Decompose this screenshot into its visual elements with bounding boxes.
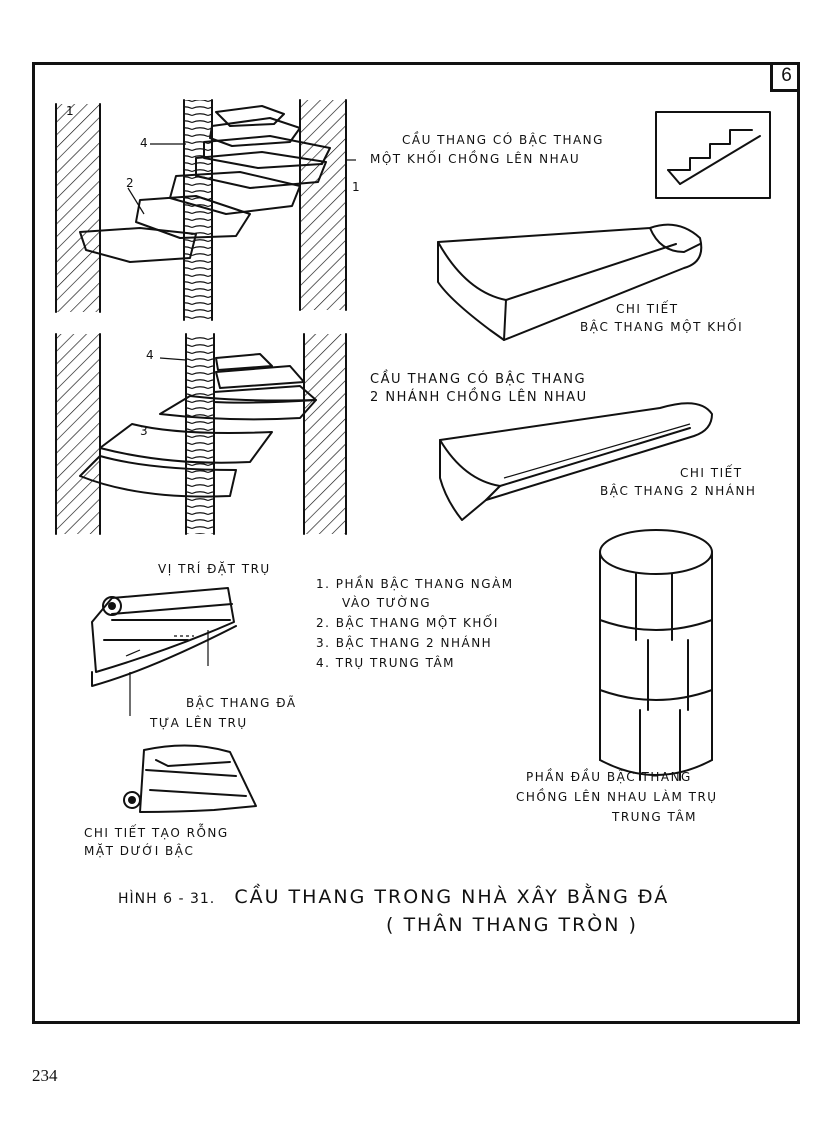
page-number: 234 bbox=[32, 1066, 58, 1085]
label-column-ends-line3: TRUNG TÂM bbox=[612, 810, 698, 824]
callout-1-top-left: 1 bbox=[66, 104, 74, 118]
spiral-stair-two-branch-drawing bbox=[55, 333, 347, 535]
central-column-2 bbox=[186, 334, 214, 534]
figure-number: HÌNH 6 - 31. bbox=[118, 891, 216, 907]
left-wall-hatch bbox=[56, 104, 100, 312]
callout-4-top: 4 bbox=[140, 136, 148, 150]
label-detail-one-piece-line2: BẬC THANG MỘT KHỐI bbox=[580, 320, 744, 334]
label-step-on-column-line1: BẬC THANG ĐÃ bbox=[186, 696, 297, 710]
label-stair-two-branch-line2: 2 NHÁNH CHỒNG LÊN NHAU bbox=[370, 390, 588, 405]
right-wall-hatch bbox=[300, 100, 346, 310]
label-stair-two-branch-line1: CẦU THANG CÓ BẬC THANG bbox=[370, 372, 587, 387]
plan-steps-on-column bbox=[91, 587, 237, 716]
legend-item-3: 3. BẬC THANG 2 NHÁNH bbox=[316, 636, 493, 650]
label-column-position: VỊ TRÍ ĐẶT TRỤ bbox=[158, 562, 271, 576]
sheet-number: 6 bbox=[770, 62, 800, 92]
legend-item-4: 4. TRỤ TRUNG TÂM bbox=[316, 656, 456, 670]
drawing-frame bbox=[32, 62, 800, 1024]
callout-3: 3 bbox=[140, 424, 148, 438]
callout-2: 2 bbox=[126, 176, 134, 190]
spiral-stair-one-piece-drawing bbox=[55, 99, 356, 321]
label-detail-two-branch-line1: CHI TIẾT bbox=[680, 466, 743, 480]
label-stair-one-piece-line2: MỘT KHỐI CHỒNG LÊN NHAU bbox=[370, 152, 581, 166]
figure-subtitle: ( THÂN THANG TRÒN ) bbox=[386, 914, 638, 936]
label-stair-one-piece-line1: CẦU THANG CÓ BẬC THANG bbox=[402, 133, 604, 147]
label-column-ends-line2: CHỒNG LÊN NHAU LÀM TRỤ bbox=[516, 790, 718, 804]
label-column-ends-line1: PHẦN ĐẦU BẬC THANG bbox=[526, 770, 692, 784]
detail-one-piece-step bbox=[437, 223, 703, 341]
hollow-underside-detail bbox=[123, 744, 257, 813]
detail-two-branch-step bbox=[439, 402, 713, 521]
legend-item-1-cont: VÀO TƯỜNG bbox=[342, 596, 432, 610]
label-detail-two-branch-line2: BẬC THANG 2 NHÁNH bbox=[600, 484, 757, 498]
label-step-on-column-line2: TỰA LÊN TRỤ bbox=[150, 716, 248, 730]
callout-1-top-right: 1 bbox=[352, 180, 360, 194]
label-detail-one-piece-line1: CHI TIẾT bbox=[616, 302, 679, 316]
label-hollow-detail-line1: CHI TIẾT TẠO RỖNG bbox=[84, 826, 229, 840]
callout-4-mid: 4 bbox=[146, 348, 154, 362]
column-from-step-ends bbox=[599, 529, 713, 781]
legend-item-2: 2. BẬC THANG MỘT KHỐI bbox=[316, 616, 499, 630]
legend-item-1: 1. PHẦN BẬC THANG NGÀM bbox=[316, 577, 514, 591]
label-hollow-detail-line2: MẶT DƯỚI BẬC bbox=[84, 844, 195, 858]
figure-title: CẦU THANG TRONG NHÀ XÂY BẰNG ĐÁ bbox=[234, 886, 670, 908]
figure-caption: HÌNH 6 - 31. CẦU THANG TRONG NHÀ XÂY BẰN… bbox=[118, 886, 669, 908]
central-column bbox=[184, 100, 212, 320]
inset-stair-elevation bbox=[655, 111, 771, 199]
